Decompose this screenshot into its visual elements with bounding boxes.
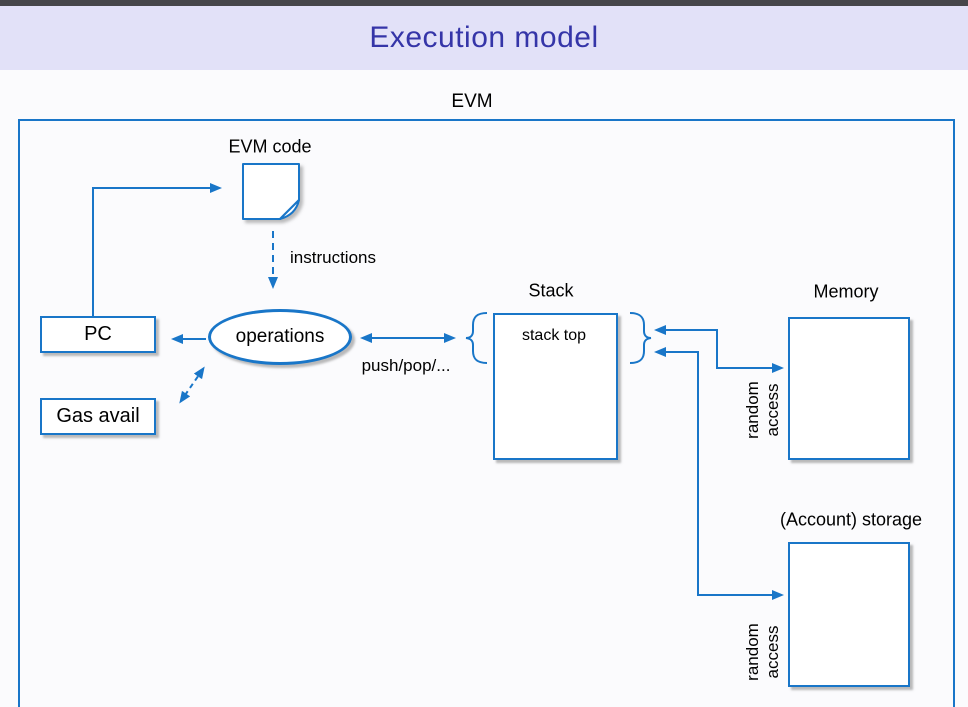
arrow-stack-memory: [654, 325, 784, 373]
random-access-line2: access: [763, 383, 782, 437]
memory-box: [788, 317, 910, 460]
storage-title: (Account) storage: [779, 509, 923, 530]
pc-box: PC: [40, 316, 156, 353]
document-icon: [242, 163, 300, 220]
stack-title: Stack: [528, 280, 574, 301]
title-band: Execution model: [0, 6, 968, 70]
instructions-label: instructions: [290, 248, 376, 267]
brace-left: [465, 312, 488, 364]
random-access-label-memory: random access: [743, 381, 783, 439]
stack-box: [493, 313, 618, 460]
evm-code-label: EVM code: [228, 136, 312, 157]
memory-title: Memory: [813, 281, 879, 302]
arrow-operations-gas-avail: [179, 366, 205, 404]
evm-label: EVM: [451, 91, 493, 112]
brace-right: [629, 312, 652, 364]
random-access-line1: random: [743, 381, 762, 439]
page-title: Execution model: [369, 21, 599, 54]
random-access-label-storage: random access: [743, 623, 783, 681]
arrow-stack-storage: [654, 347, 784, 600]
push-pop-label: push/pop/...: [361, 356, 451, 375]
operations-ellipse: operations: [208, 309, 352, 365]
evm-boundary-box: [18, 119, 955, 707]
gas-avail-box: Gas avail: [40, 398, 156, 435]
document-fold-corner: [279, 199, 300, 220]
window-top-bar: [0, 0, 968, 6]
storage-box: [788, 542, 910, 687]
random-access-line2: access: [763, 625, 782, 679]
stack-top-label: stack top: [521, 327, 587, 344]
random-access-line1: random: [743, 623, 762, 681]
arrow-pc-to-evm-code: [92, 183, 222, 316]
